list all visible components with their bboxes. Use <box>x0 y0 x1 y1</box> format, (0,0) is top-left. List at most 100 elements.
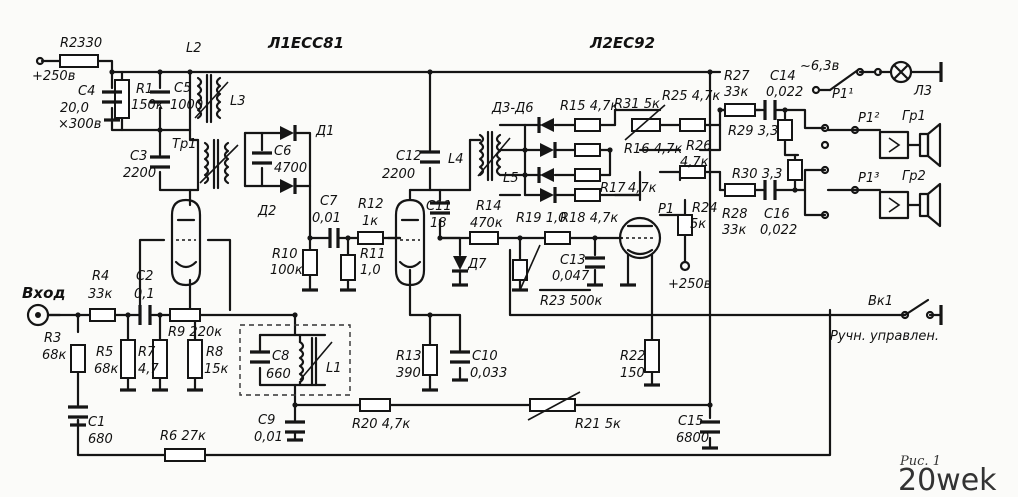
label-r23: R23 500к <box>540 294 603 309</box>
label-r26-value: 4,7к <box>680 155 709 170</box>
tubes <box>170 198 691 287</box>
label-r27-value: 33к <box>724 85 749 100</box>
diode-d7 <box>452 256 468 273</box>
label-r14-value: 470к <box>470 216 503 231</box>
label-r20: R20 4,7к <box>352 417 410 432</box>
tube-l1-left <box>170 198 202 287</box>
label-supply-plus: +250в <box>32 69 75 84</box>
label-r13-name: R13 <box>396 349 422 364</box>
label-relay-p13: P1³ <box>858 171 879 186</box>
resistor-r21 <box>529 398 576 412</box>
label-lamp-l3: Л3 <box>913 84 932 99</box>
label-c6-name: C6 <box>274 144 291 159</box>
label-r8-value: 15к <box>204 362 229 377</box>
label-c4-voltage: ×300в <box>58 117 101 132</box>
label-c14-value: 0,022 <box>766 85 803 100</box>
label-tube-l1: Л1ECC81 <box>267 34 344 52</box>
label-d2: Д2 <box>257 204 276 219</box>
label-relay-p12: P1² <box>858 111 879 126</box>
label-c5-value: 1000 <box>170 98 203 113</box>
switch-vk1 <box>900 298 943 325</box>
label-r11-name: R11 <box>360 247 386 262</box>
resistor-r9 <box>169 308 201 322</box>
resistor-r7 <box>152 339 168 379</box>
label-r15: R15 4,7к <box>560 99 618 114</box>
label-l5: L5 <box>503 171 519 186</box>
label-c8-name: C8 <box>272 349 289 364</box>
label-r1-value: 150к <box>131 98 164 113</box>
label-r29: R29 3,3 <box>728 124 778 139</box>
label-r21: R21 5к <box>575 417 621 432</box>
label-r28-name: R28 <box>722 207 748 222</box>
diode-d6 <box>540 187 557 203</box>
resistor-r16 <box>574 143 601 157</box>
label-r3-value: 68к <box>42 348 67 363</box>
label-gr1: Гр1 <box>902 109 926 124</box>
label-d1: Д1 <box>315 124 334 139</box>
resistor-r1 <box>114 79 130 119</box>
resistor-r2 <box>59 54 99 68</box>
label-c15-value: 6800 <box>676 431 709 446</box>
label-c1-name: C1 <box>88 415 105 430</box>
label-r24-name: R24 <box>692 201 718 216</box>
resistor-r14 <box>469 231 499 245</box>
label-c3-name: C3 <box>130 149 147 164</box>
resistor-r15 <box>574 118 601 132</box>
label-r19: R19 1,0 <box>516 211 566 226</box>
label-c1-value: 680 <box>88 432 113 447</box>
diode-d2 <box>280 178 297 194</box>
inductors <box>194 73 511 396</box>
label-r26-name: R26 <box>686 139 712 154</box>
resistor-r20 <box>359 398 391 412</box>
label-heater: ~6,3в <box>800 59 839 74</box>
relay-contact-p12 <box>820 123 860 150</box>
label-c7-value: 0,01 <box>312 211 341 226</box>
label-r22-value: 150 <box>620 366 645 381</box>
label-c7-name: C7 <box>320 194 338 209</box>
label-tp1: Tp1 <box>172 137 196 152</box>
label-relay-p11: P1¹ <box>832 87 853 102</box>
label-r5-value: 68к <box>94 362 119 377</box>
label-r10-name: R10 <box>272 247 298 262</box>
resistor-r17b <box>574 188 601 202</box>
heater-terminal <box>811 85 821 95</box>
label-c15-name: C15 <box>678 414 704 429</box>
label-r24-value: 5к <box>690 217 706 232</box>
label-c13-value: 0,047 <box>552 269 590 284</box>
label-c4-name: C4 <box>78 84 95 99</box>
resistor-r13 <box>422 344 438 376</box>
resistor-r3 <box>70 344 86 373</box>
supply-terminal <box>35 56 45 66</box>
resistor-r26 <box>679 165 706 179</box>
amplifier-gr1 <box>878 122 942 168</box>
label-c16-name: C16 <box>764 207 790 222</box>
resistor-r25 <box>679 118 706 132</box>
tube-l2 <box>618 216 662 260</box>
label-r18: R18 4,7к <box>560 211 618 226</box>
input-jack <box>26 303 62 327</box>
label-r16: R16 4,7к <box>624 142 682 157</box>
shield-box <box>239 324 351 396</box>
label-l3: L3 <box>230 94 246 109</box>
label-r13-value: 390 <box>396 366 421 381</box>
label-l4: L4 <box>448 152 464 167</box>
label-c16-value: 0,022 <box>760 223 797 238</box>
label-r17-name: R17 <box>600 181 626 196</box>
label-tube-l2: Л2EC92 <box>589 34 655 52</box>
inductor-l1 <box>298 333 333 387</box>
capacitors <box>68 90 777 434</box>
labels: Л1ECC81 Л2EC92 R2330 +250в ~6,3в C4 20,0… <box>22 34 997 497</box>
diode-d5 <box>537 167 554 183</box>
label-r17-value: 4,7к <box>628 181 657 196</box>
label-switch-vk1: Вк1 <box>868 294 893 309</box>
label-r31: R31 5к <box>614 97 660 112</box>
label-d7: Д7 <box>467 257 487 272</box>
relay-contact-p11 <box>828 67 883 92</box>
label-relay-p1: P1 <box>658 202 674 217</box>
tube-l1-right <box>394 198 426 287</box>
label-gr2: Гр2 <box>902 169 926 184</box>
label-c8-value: 660 <box>266 367 291 382</box>
resistor-r6 <box>164 448 206 462</box>
resistor-r27 <box>724 103 756 117</box>
